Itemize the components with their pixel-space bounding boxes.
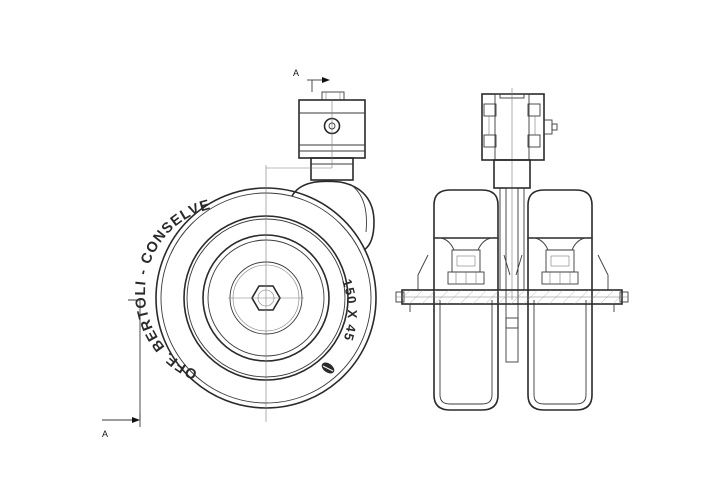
section-label-bottom: A <box>102 429 108 439</box>
center-lines <box>228 100 333 422</box>
axle <box>395 289 629 312</box>
section-label-top: A <box>293 68 299 78</box>
section-marker-bottom: A <box>102 299 141 439</box>
tyre-logo-icon <box>321 362 335 374</box>
wheel-section-left <box>417 189 511 411</box>
front-view: A <box>102 68 377 439</box>
wheel-section-right <box>515 189 609 411</box>
section-marker-top: A <box>293 68 330 92</box>
section-view <box>395 88 629 411</box>
brand-text: OFF. BERTOLI - CONSELVE <box>133 197 213 382</box>
fork-arm <box>291 157 375 251</box>
stem <box>493 159 531 363</box>
size-text: 150 X 45 <box>339 277 360 343</box>
